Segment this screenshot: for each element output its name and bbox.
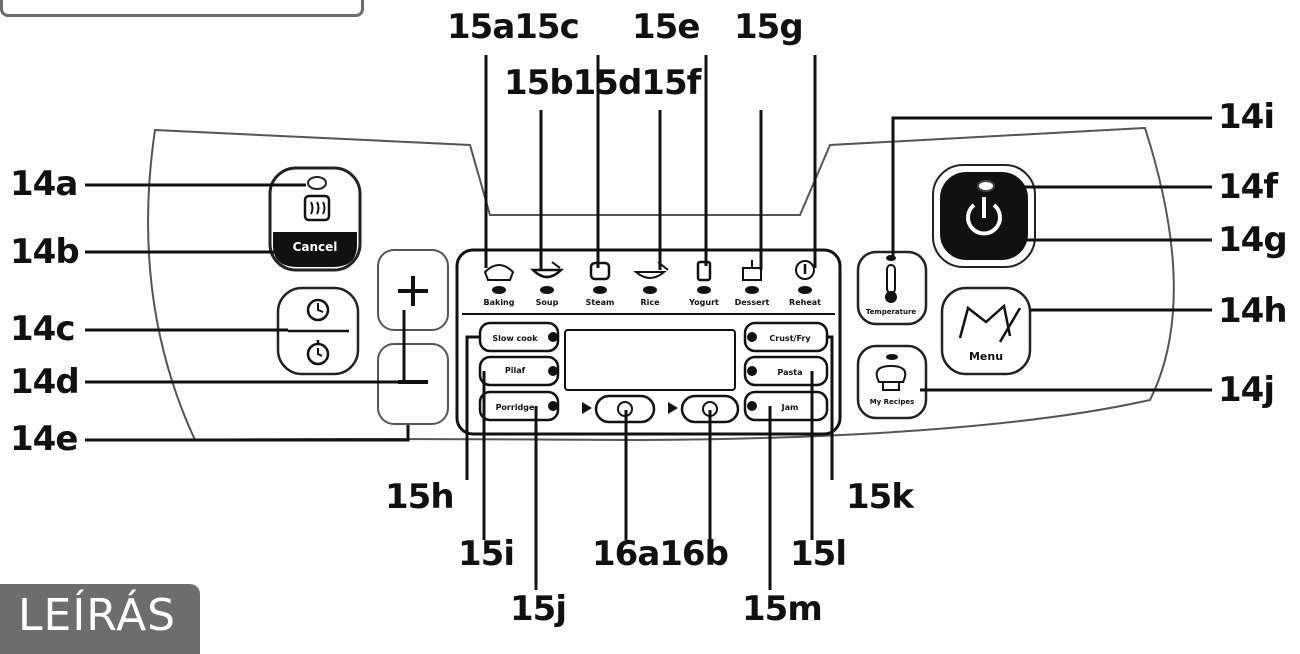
pilaf-label: Pilaf (505, 366, 526, 375)
program-label: Baking (484, 298, 515, 307)
thermometer-icon (885, 264, 897, 303)
program-soup[interactable]: Soup (529, 261, 565, 307)
slow-cook-label: Slow cook (492, 334, 538, 343)
label-15a15c: 15a15c (447, 7, 580, 47)
label-14g: 14g (1218, 220, 1288, 260)
arrow-icon (668, 402, 678, 414)
program-rice[interactable]: Rice (633, 261, 669, 307)
label-15e: 15e (632, 7, 700, 47)
program-label: Dessert (735, 298, 770, 307)
porridge-button[interactable]: Porridge (478, 390, 560, 422)
menu-label: Menu (969, 350, 1003, 363)
program-dessert[interactable]: Dessert (735, 260, 770, 307)
label-15h: 15h (385, 477, 455, 517)
label-15i: 15i (458, 534, 515, 574)
stopwatch-icon (306, 340, 330, 366)
pilaf-button[interactable]: Pilaf (478, 355, 560, 387)
clock-icon (306, 298, 330, 322)
panel-outline (147, 126, 1175, 442)
program-label: Steam (586, 298, 615, 307)
lcd-screen (564, 329, 736, 391)
crust-fry-button[interactable]: Crust/Fry (743, 321, 829, 353)
chef-hat-icon (875, 364, 907, 391)
my-recipes-label: My Recipes (870, 398, 915, 406)
program-yogurt[interactable]: Yogurt (688, 260, 719, 307)
my-recipes-button[interactable]: My Recipes (856, 344, 928, 420)
label-16a16b: 16a16b (592, 534, 729, 574)
cancel-label: Cancel (293, 240, 338, 254)
label-15b15d15f: 15b15d15f (504, 63, 701, 103)
power-indicator-light (977, 180, 995, 192)
label-15g: 15g (734, 7, 804, 47)
program-icons: Baking Soup Steam Rice Yogurt (484, 260, 821, 307)
my-recipes-indicator-light (886, 354, 898, 360)
label-14f: 14f (1218, 167, 1278, 207)
program-reheat[interactable]: Reheat (789, 260, 821, 307)
cancel-indicator-light (307, 176, 327, 190)
slow-cook-button[interactable]: Slow cook (478, 321, 560, 353)
label-15j: 15j (510, 589, 567, 629)
leader-lines (85, 55, 1212, 590)
jam-label: Jam (781, 403, 799, 412)
label-15l: 15l (790, 534, 847, 574)
label-14d: 14d (10, 362, 80, 402)
label-14c: 14c (10, 309, 75, 349)
label-14e: 14e (10, 419, 78, 459)
minus-button[interactable] (377, 343, 449, 425)
heating-icon (303, 194, 331, 222)
program-label: Reheat (789, 298, 821, 307)
power-icon (966, 197, 1002, 236)
porridge-label: Porridge (496, 403, 535, 412)
label-15m: 15m (742, 589, 823, 629)
recipe-book-icon (958, 303, 1022, 343)
header-tab-frame (0, 0, 364, 17)
crust-fry-label: Crust/Fry (769, 334, 811, 343)
label-14a: 14a (10, 164, 78, 204)
menu-button[interactable]: Menu (940, 286, 1032, 376)
program-baking[interactable]: Baking (484, 264, 515, 307)
pasta-label: Pasta (777, 368, 802, 377)
label-14h: 14h (1218, 291, 1288, 331)
plus-button[interactable] (377, 249, 449, 331)
label-14j: 14j (1218, 370, 1275, 410)
program-label: Rice (640, 298, 660, 307)
section-title: LEÍRÁS (18, 590, 177, 641)
jam-button[interactable]: Jam (743, 390, 829, 422)
program-steam[interactable]: Steam (586, 261, 615, 307)
arrow-icon (582, 402, 592, 414)
plus-icon (398, 276, 428, 306)
temperature-button[interactable]: Temperature (856, 250, 928, 326)
pasta-button[interactable]: Pasta (743, 355, 829, 387)
display-panel (455, 248, 842, 436)
time-button[interactable] (276, 286, 360, 376)
program-label: Soup (536, 298, 559, 307)
label-14i: 14i (1218, 97, 1275, 137)
program-label: Yogurt (688, 298, 719, 307)
temperature-label: Temperature (866, 308, 917, 316)
label-14b: 14b (10, 232, 80, 272)
label-15k: 15k (846, 477, 914, 517)
power-button[interactable] (932, 164, 1036, 268)
